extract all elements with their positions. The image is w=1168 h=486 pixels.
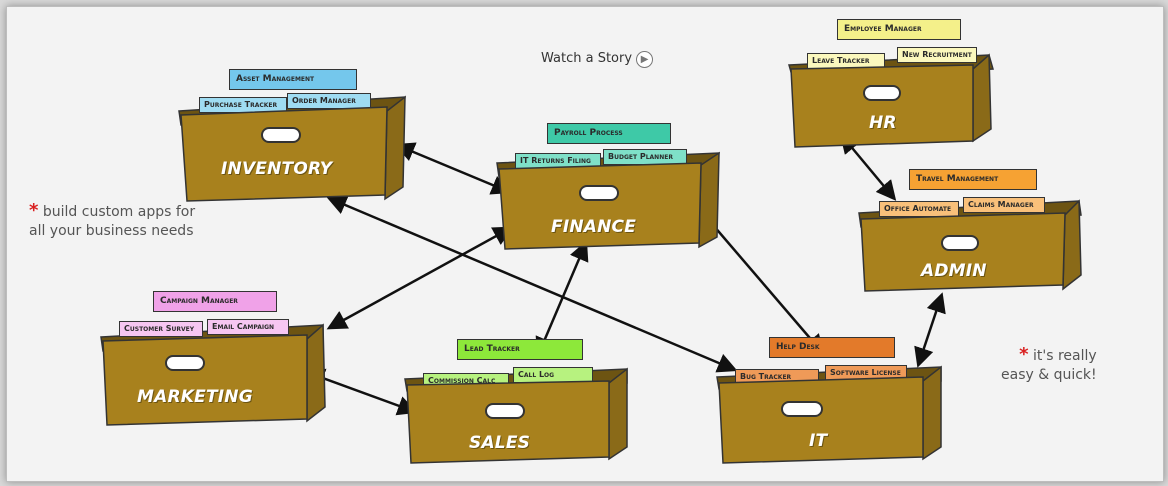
drawer-label-admin: ADMIN: [921, 261, 987, 281]
drawer-label-inventory: INVENTORY: [221, 159, 333, 179]
drawer-inventory[interactable]: Asset Management Purchase Tracker Order …: [178, 67, 409, 217]
note-line-2: easy & quick!: [1001, 367, 1097, 383]
card-payroll-process[interactable]: Payroll Process: [547, 123, 671, 144]
card-commission-calc[interactable]: Commission Calc: [423, 373, 509, 389]
watch-story-link[interactable]: Watch a Story▶: [541, 51, 654, 68]
card-customer-survey[interactable]: Customer Survey: [119, 321, 203, 337]
drawer-handle[interactable]: [165, 355, 205, 371]
drawer-label-hr: HR: [869, 113, 897, 133]
drawer-handle[interactable]: [579, 185, 619, 201]
drawer-it[interactable]: Help Desk Bug Tracker Software License I…: [716, 331, 949, 471]
drawer-finance[interactable]: Payroll Process IT Returns Filing Budget…: [496, 119, 725, 259]
drawer-handle[interactable]: [781, 401, 823, 417]
drawer-sales[interactable]: Lead Tracker Commission Calc Call Log SA…: [404, 335, 635, 471]
card-leave-tracker[interactable]: Leave Tracker: [807, 53, 885, 69]
card-asset-management[interactable]: Asset Management: [229, 69, 357, 90]
card-travel-management[interactable]: Travel Management: [909, 169, 1037, 190]
card-new-recruitment[interactable]: New Recruitment: [897, 47, 977, 63]
arrow-marketing-sales: [304, 368, 418, 416]
drawer-handle[interactable]: [863, 85, 901, 101]
note-line-2: all your business needs: [29, 223, 194, 239]
card-bug-tracker[interactable]: Bug Tracker: [735, 369, 819, 385]
card-order-manager[interactable]: Order Manager: [287, 93, 371, 109]
main-panel: Watch a Story▶ * build custom apps for a…: [6, 6, 1164, 482]
drawer-handle[interactable]: [941, 235, 979, 251]
drawer-handle[interactable]: [261, 127, 301, 143]
custom-apps-note: * build custom apps for all your busines…: [29, 201, 195, 241]
asterisk-icon: *: [1019, 344, 1029, 365]
play-icon: ▶: [636, 51, 654, 68]
card-email-campaign[interactable]: Email Campaign: [207, 319, 289, 335]
connection-arrows: [304, 133, 946, 416]
drawer-label-finance: FINANCE: [551, 217, 637, 237]
card-it-returns-filing[interactable]: IT Returns Filing: [515, 153, 601, 169]
card-campaign-manager[interactable]: Campaign Manager: [153, 291, 277, 312]
card-employee-manager[interactable]: Employee Manager: [837, 19, 961, 40]
watch-story-label: Watch a Story: [541, 51, 633, 66]
note-line-1: it's really: [1032, 348, 1097, 364]
arrow-finance-marketing: [326, 226, 514, 330]
card-lead-tracker[interactable]: Lead Tracker: [457, 339, 583, 360]
card-software-license[interactable]: Software License: [825, 365, 907, 381]
drawer-label-sales: SALES: [469, 433, 531, 453]
drawer-admin[interactable]: Travel Management Office Automate Claims…: [858, 165, 1089, 301]
arrow-finance-it: [697, 207, 825, 355]
arrow-inventory-finance: [394, 142, 512, 195]
arrow-admin-it: [914, 292, 946, 368]
arrow-finance-sales: [535, 240, 589, 358]
drawer-label-it: IT: [809, 431, 828, 451]
card-call-log[interactable]: Call Log: [513, 367, 593, 383]
drawer-stage: Watch a Story▶ * build custom apps for a…: [7, 7, 1163, 481]
drawer-hr[interactable]: Employee Manager Leave Tracker New Recru…: [788, 17, 1009, 165]
drawer-marketing[interactable]: Campaign Manager Customer Survey Email C…: [100, 291, 333, 441]
card-purchase-tracker[interactable]: Purchase Tracker: [199, 97, 287, 113]
card-budget-planner[interactable]: Budget Planner: [603, 149, 687, 165]
easy-quick-note: * it's really easy & quick!: [1001, 345, 1097, 385]
card-help-desk[interactable]: Help Desk: [769, 337, 895, 358]
asterisk-icon: *: [29, 200, 39, 221]
drawer-label-marketing: MARKETING: [137, 387, 253, 407]
card-claims-manager[interactable]: Claims Manager: [963, 197, 1045, 213]
note-line-1: build custom apps for: [42, 204, 196, 220]
drawer-handle[interactable]: [485, 403, 525, 419]
card-office-automate[interactable]: Office Automate: [879, 201, 959, 217]
